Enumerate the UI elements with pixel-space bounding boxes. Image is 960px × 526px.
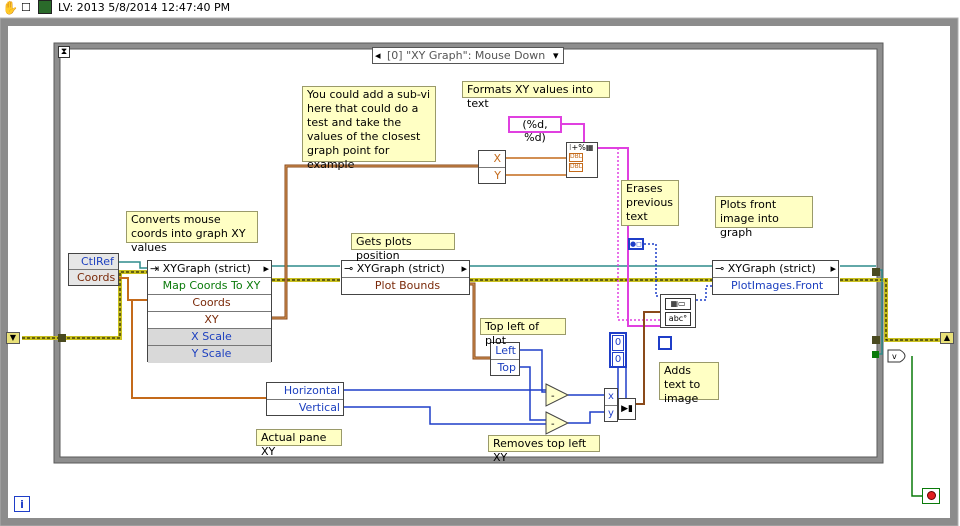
bundle-y-input: y — [608, 408, 614, 419]
format-string-constant[interactable]: (%d, %d) — [508, 116, 562, 144]
comment-removes: Removes top left XY — [488, 435, 600, 464]
property-node-icon: ⊸ — [715, 262, 725, 275]
comment-subvi: You could add a sub-vi here that could d… — [302, 86, 436, 171]
image-data-wire — [636, 311, 660, 405]
format-icon: ⁝+%▦ — [569, 143, 594, 152]
coords-wires — [118, 277, 266, 399]
property-node-3-title: XYGraph (strict) — [727, 262, 816, 275]
unbundle-top-row: Top — [497, 361, 516, 374]
unbundle-topleft-node[interactable]: Left Top — [490, 342, 520, 376]
font-constant-icon[interactable]: ●◻ — [628, 238, 644, 250]
subtract-node-2: - — [545, 411, 570, 435]
or-node: v — [887, 349, 906, 363]
dbl-terminal-icon: DBL — [569, 163, 583, 172]
iteration-terminal: i — [14, 496, 30, 512]
comment-erases: Erases previous text — [621, 180, 679, 226]
header-bar: ✋ ☐ LV: 2013 5/8/2014 12:47:40 PM — [0, 0, 960, 17]
unbundle-x-row: X — [479, 151, 505, 168]
build-array-node[interactable]: ▶▮ — [618, 398, 636, 420]
shift-register-left: ▼ — [6, 332, 20, 344]
comment-formats: Formats XY values into text — [462, 81, 610, 110]
shift-register-right: ▲ — [940, 332, 954, 344]
refnum-wire — [118, 261, 883, 355]
event-data-coords: Coords — [77, 271, 116, 284]
breakpoint-icon[interactable]: ☐ — [21, 1, 31, 14]
unbundle-pane-node[interactable]: Horizontal Vertical — [266, 382, 344, 416]
unbundle-xy-node[interactable]: X Y — [478, 150, 506, 184]
arrow-icon: ▸ — [830, 262, 836, 275]
svg-text:-: - — [551, 391, 555, 402]
comment-gets-plots: Gets plots position — [351, 233, 455, 262]
event-case-label: [0] "XY Graph": Mouse Down — [387, 49, 546, 62]
dbl-terminal-icon: DBL — [569, 153, 583, 162]
svg-text:-: - — [551, 419, 555, 430]
comment-top-left: Top left of plot — [480, 318, 566, 347]
svg-text:v: v — [892, 352, 897, 361]
plot-images-front-row: PlotImages.Front — [731, 279, 824, 292]
property-node-2-title: XYGraph (strict) — [356, 262, 445, 275]
property-node-icon: ⊸ — [344, 262, 354, 275]
property-node-plot-bounds[interactable]: ⊸ XYGraph (strict) ▸ Plot Bounds — [341, 260, 470, 295]
arrow-icon: ▸ — [461, 262, 467, 275]
unbundle-horizontal-row: Horizontal — [267, 383, 343, 400]
property-node-3-header: ⊸ XYGraph (strict) ▸ — [713, 261, 838, 278]
draw-text-at-point-node[interactable]: ▦▭ abc° — [660, 294, 696, 328]
version-label: LV: 2013 5/8/2014 12:47:40 PM — [58, 1, 231, 14]
unbundle-left-row: Left — [491, 343, 519, 360]
unbundle-y-row: Y — [494, 169, 501, 182]
event-data-ctlref: CtlRef — [69, 254, 118, 270]
property-node-map-coords[interactable]: ⇥ XYGraph (strict) ▸ Map Coords To XY Co… — [147, 260, 272, 363]
unbundle-vertical-row: Vertical — [298, 401, 340, 414]
decrement-arrow-icon[interactable]: ◂ — [375, 49, 381, 62]
text-pink-wire — [606, 147, 660, 321]
format-into-string-node[interactable]: ⁝+%▦ DBL DBL — [566, 142, 598, 178]
property-node-1-header: ⇥ XYGraph (strict) ▸ — [148, 261, 271, 278]
stop-icon — [927, 491, 936, 500]
image-out-wire — [644, 243, 714, 301]
event-case-selector[interactable]: ◂ [0] "XY Graph": Mouse Down ▾ — [372, 47, 564, 64]
arrow-icon: ▸ — [263, 262, 269, 275]
text-abc-icon: abc° — [665, 312, 691, 326]
constant-zero-1: 0 — [612, 335, 624, 351]
hand-icon[interactable]: ✋ — [2, 1, 19, 16]
event-structure-frame — [54, 43, 883, 463]
error-wire — [22, 270, 940, 342]
event-data-node[interactable]: CtlRef Coords — [68, 253, 119, 286]
comment-plots-front: Plots front image into graph — [715, 196, 813, 239]
comment-converts: Converts mouse coords into graph XY valu… — [126, 211, 258, 254]
x-scale-row: X Scale — [148, 329, 271, 346]
comment-actual-pane: Actual pane XY — [256, 429, 342, 458]
property-node-2-header: ⊸ XYGraph (strict) ▸ — [342, 261, 469, 278]
constant-zero-2: 0 — [612, 352, 624, 368]
numeric-constant-array[interactable]: 0 0 — [609, 332, 627, 368]
bundle-x-input: x — [605, 389, 617, 406]
color-constant-box[interactable] — [658, 336, 672, 350]
coords-row: Coords — [148, 295, 271, 312]
xy-row: XY — [148, 312, 271, 329]
image-icon: ▦▭ — [665, 298, 691, 310]
blue-wires — [344, 349, 627, 425]
bundle-xy-node[interactable]: x y — [604, 388, 618, 422]
property-node-icon: ⇥ — [150, 262, 160, 275]
map-coords-row: Map Coords To XY — [148, 278, 271, 295]
plot-bounds-row: Plot Bounds — [374, 279, 441, 292]
while-loop-frame — [0, 18, 958, 526]
vi-icon — [38, 0, 52, 14]
subtract-node-1: - — [545, 383, 570, 407]
comment-adds-text: Adds text to image — [659, 362, 719, 405]
y-scale-row: Y Scale — [148, 346, 271, 363]
stop-wire — [911, 356, 924, 497]
dropdown-arrow-icon[interactable]: ▾ — [553, 49, 559, 62]
property-node-1-title: XYGraph (strict) — [162, 262, 251, 275]
loop-tunnels — [58, 268, 880, 358]
event-timeout-icon[interactable]: ⧗ — [58, 46, 70, 58]
stop-terminal[interactable] — [922, 488, 940, 504]
property-node-plot-images[interactable]: ⊸ XYGraph (strict) ▸ PlotImages.Front — [712, 260, 839, 295]
